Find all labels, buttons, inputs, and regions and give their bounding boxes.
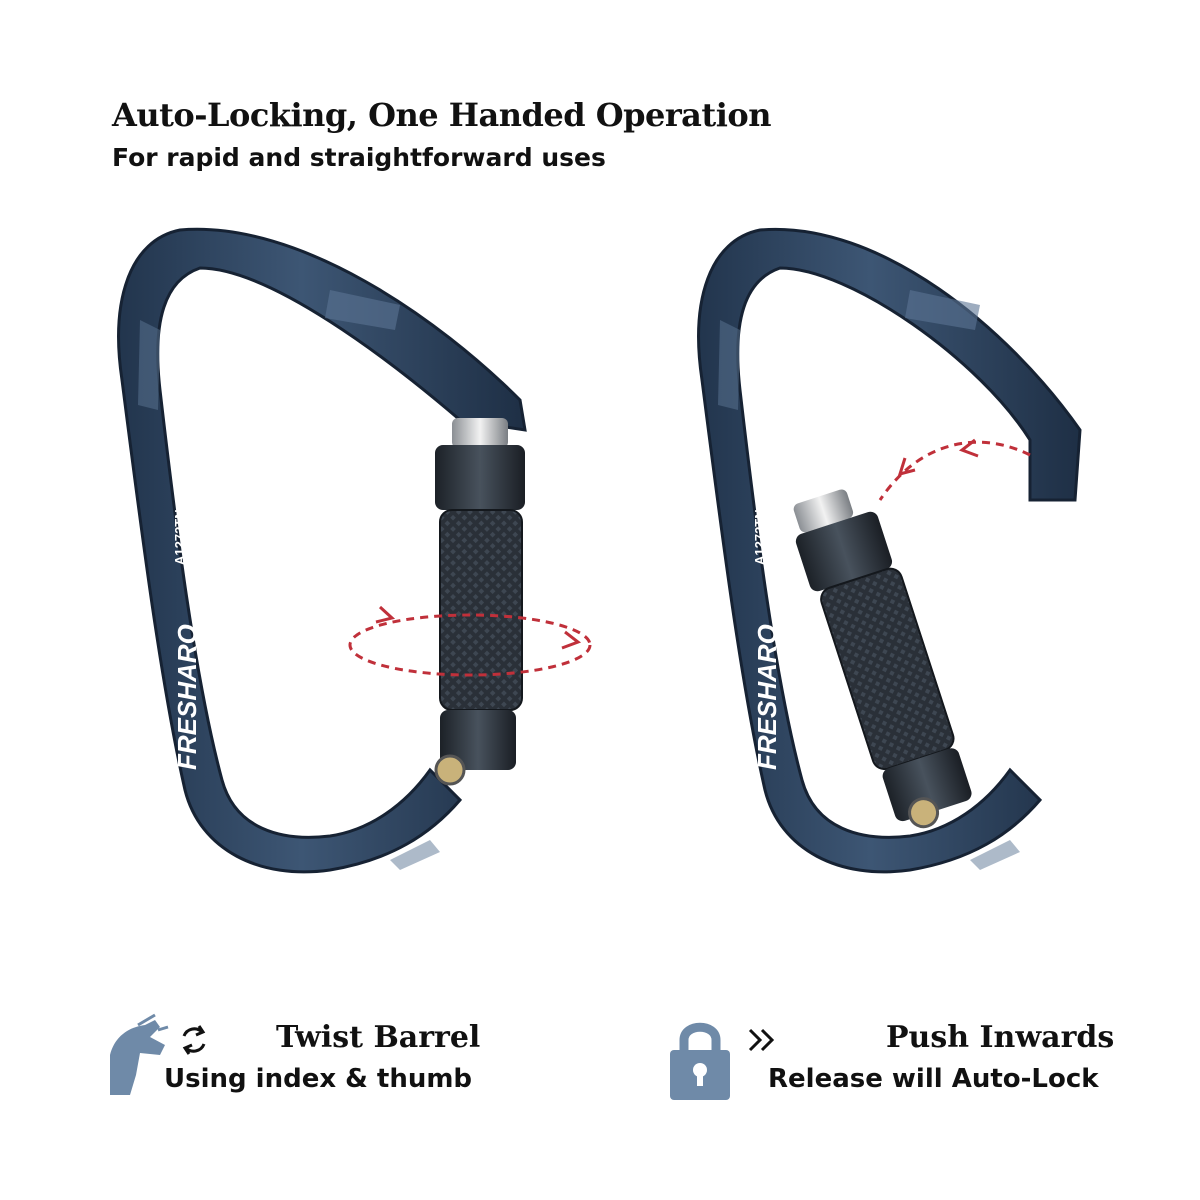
right-model-code: A1272TN xyxy=(752,509,767,565)
rotate-icon xyxy=(182,1025,206,1055)
headline: Auto-Locking, One Handed Operation xyxy=(112,96,771,134)
right-caption-title: Push Inwards xyxy=(886,1020,1115,1055)
padlock-icon xyxy=(670,1022,730,1100)
push-inwards-icon xyxy=(748,1028,775,1052)
right-carabiner: FRESHARO A1272TN xyxy=(697,227,1082,874)
left-brand-logo: FRESHARO xyxy=(172,624,202,770)
twist-arrow xyxy=(348,605,592,677)
left-carabiner: FRESHARO A1272TN xyxy=(117,227,527,874)
right-caption-subtitle: Release will Auto-Lock xyxy=(768,1064,1099,1094)
right-brand-logo: FRESHARO xyxy=(752,624,782,770)
left-caption-subtitle: Using index & thumb xyxy=(164,1064,473,1094)
hand-icon xyxy=(110,1013,169,1095)
subheadline: For rapid and straightforward uses xyxy=(112,143,606,172)
left-model-code: A1272TN xyxy=(172,509,187,565)
push-arrow xyxy=(878,438,1031,501)
left-caption-title: Twist Barrel xyxy=(276,1020,481,1055)
